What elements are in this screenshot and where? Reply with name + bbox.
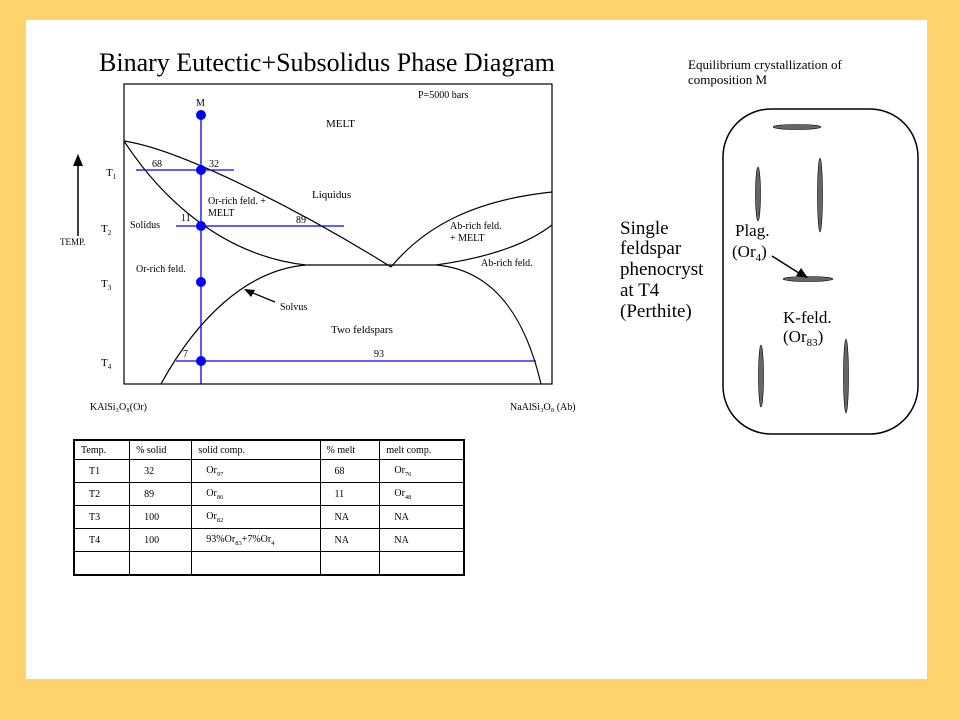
solidus-right-curve	[435, 224, 553, 266]
table-row-empty	[73, 551, 465, 576]
lamella-2	[755, 166, 761, 222]
temp-arrow-head	[73, 154, 83, 166]
cell-solid-comp: Or97	[191, 459, 321, 483]
table-row: T3 100 Or82 NA NA	[73, 505, 465, 529]
cell-solid: 100	[129, 528, 193, 552]
single-feldspar-text: Single feldspar phenocryst at T4 (Perthi…	[620, 218, 708, 322]
ab-rich-melt-label-1: Ab-rich feld.	[450, 221, 502, 232]
table-row: T1 32 Or97 68 Or76	[73, 459, 465, 483]
equilibrium-title: Equilibrium crystallization of compositi…	[688, 57, 842, 87]
liquidus-label: Liquidus	[312, 189, 351, 201]
page-title: Binary Eutectic+Subsolidus Phase Diagram	[99, 48, 555, 77]
cell-solid: 32	[129, 459, 193, 483]
solvus-curve	[160, 264, 542, 385]
liquidus-right-curve	[390, 191, 553, 268]
cell-temp: T4	[73, 528, 131, 552]
lamella-plag	[782, 276, 834, 282]
table-row: T4 100 93%Or83+7%Or4 NA NA	[73, 528, 465, 552]
solidus-label: Solidus	[130, 220, 160, 231]
cell-melt: 68	[319, 459, 381, 483]
point-t2-dot	[196, 221, 206, 231]
table-row: T2 89 Or86 11 Or48	[73, 482, 465, 506]
or-rich-melt-label-2: MELT	[208, 208, 234, 219]
cell-solid: 89	[129, 482, 193, 506]
cell-melt-comp: Or48	[379, 482, 465, 506]
plag-arrow-head	[796, 268, 808, 278]
t4-plag-pct: 7	[183, 349, 188, 360]
point-t1-dot	[196, 165, 206, 175]
point-m-label: M	[196, 98, 205, 109]
t4-kfeld-pct: 93	[374, 349, 384, 360]
melt-label: MELT	[326, 118, 355, 130]
point-t4-dot	[196, 356, 206, 366]
cell-solid: 100	[129, 505, 193, 529]
or-rich-label: Or-rich feld.	[136, 264, 186, 275]
point-t3-dot	[196, 277, 206, 287]
header-melt-comp: melt comp.	[379, 439, 465, 460]
table-header-row: Temp. % solid solid comp. % melt melt co…	[73, 439, 465, 460]
crystallization-table: Temp. % solid solid comp. % melt melt co…	[73, 439, 465, 576]
header-solid-comp: solid comp.	[191, 439, 321, 460]
cell-temp: T2	[73, 482, 131, 506]
pressure-label: P=5000 bars	[418, 90, 468, 101]
perthite-crystal-outline	[722, 108, 919, 435]
plag-arrow-line	[771, 255, 803, 276]
cell-solid-comp: 93%Or83+7%Or4	[191, 528, 321, 552]
header-pct-melt: % melt	[319, 439, 381, 460]
cell-melt: NA	[319, 505, 381, 529]
liquidus-left-curve	[123, 140, 392, 268]
temp-axis-label: TEMP.	[60, 237, 85, 247]
lamella-3	[817, 157, 823, 233]
t2-axis-label: T2	[101, 223, 112, 237]
diagram-frame	[123, 83, 553, 385]
t2-solid-pct: 89	[296, 215, 306, 226]
cell-solid-comp: Or86	[191, 482, 321, 506]
lamella-4	[758, 344, 764, 408]
solvus-label: Solvus	[280, 302, 307, 313]
t4-axis-label: T4	[101, 357, 112, 371]
slide: Binary Eutectic+Subsolidus Phase Diagram…	[26, 20, 927, 679]
cell-solid-comp: Or82	[191, 505, 321, 529]
plag-label: Plag.	[735, 221, 769, 240]
lamella-1	[772, 124, 822, 130]
ab-endmember-label: NaAlSi₃O₈ (Ab)	[510, 402, 576, 413]
solidus-left-curve	[123, 140, 307, 266]
ab-rich-label: Ab-rich feld.	[481, 258, 533, 269]
cell-melt-comp: NA	[379, 528, 465, 552]
t1-solid-pct: 32	[209, 159, 219, 170]
cell-melt-comp: Or76	[379, 459, 465, 483]
header-pct-solid: % solid	[129, 439, 193, 460]
or-endmember-label: KAlSi₃O₈(Or)	[90, 402, 147, 413]
t3-axis-label: T3	[101, 278, 112, 292]
kfeld-label: K-feld.	[783, 308, 832, 327]
phase-diagram: P=5000 bars M MELT Liquidus Solidus Or-r…	[60, 83, 919, 435]
header-temp: Temp.	[73, 439, 131, 460]
cell-melt-comp: NA	[379, 505, 465, 529]
t2-melt-pct: 11	[181, 213, 191, 224]
two-feldspars-label: Two feldspars	[331, 324, 393, 336]
solvus-arrow-head	[244, 289, 255, 297]
plag-comp-label: (Or4)	[732, 242, 767, 264]
t1-axis-label: T1	[106, 167, 117, 181]
cell-temp: T3	[73, 505, 131, 529]
cell-melt: 11	[319, 482, 381, 506]
point-m-dot	[196, 110, 206, 120]
cell-temp: T1	[73, 459, 131, 483]
ab-rich-melt-label-2: + MELT	[450, 233, 484, 244]
or-rich-melt-label-1: Or-rich feld. +	[208, 196, 266, 207]
kfeld-comp-label: (Or83)	[783, 327, 823, 349]
cell-melt: NA	[319, 528, 381, 552]
t1-melt-pct: 68	[152, 159, 162, 170]
lamella-5	[843, 338, 849, 414]
